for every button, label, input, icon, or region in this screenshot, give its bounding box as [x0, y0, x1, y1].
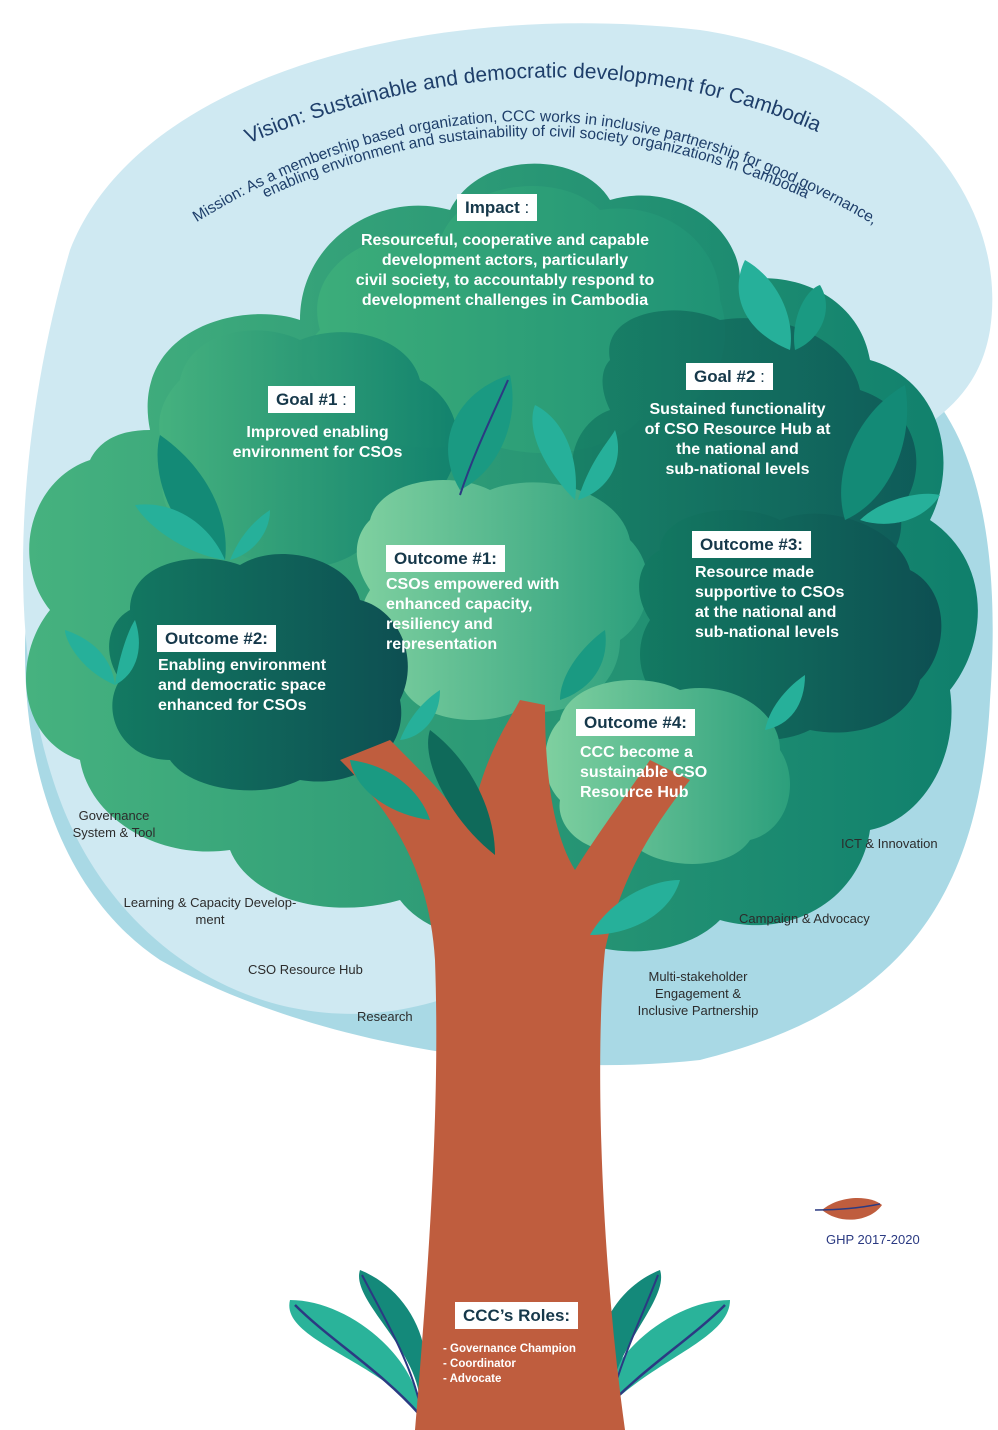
leaf-icon: [532, 405, 576, 500]
leaf-icon: [765, 675, 805, 730]
impact-text: Resourceful, cooperative and capable dev…: [355, 232, 655, 309]
canopy-leaves: [65, 260, 940, 935]
role-item: Advocate: [443, 1372, 576, 1387]
leaf-icon: [359, 1270, 427, 1405]
cso-resource-hub-label: CSO Resource Hub: [248, 962, 363, 977]
leaf-icon: [794, 285, 826, 350]
leaf-icon: [230, 510, 270, 560]
impact-label: Impact :: [457, 194, 538, 222]
leaf-icon: [578, 430, 619, 500]
goal-1-text: Improved enabling environment for CSOs: [232, 424, 403, 461]
leaf-icon: [135, 504, 225, 560]
goal-1-label: Goal #1 :: [268, 386, 355, 414]
goal-2-label: Goal #2 :: [686, 363, 773, 391]
outcome-3-label: Outcome #3:: [692, 531, 811, 559]
leaf-icon: [350, 760, 430, 820]
outcome-1-label: Outcome #1:: [386, 545, 505, 573]
governance-system-label: Governance System & Tool: [72, 808, 156, 840]
campaign-advocacy-label: Campaign & Advocacy: [739, 911, 870, 926]
logo-caption: GHP 2017-2020: [826, 1232, 920, 1247]
research-label: Research: [357, 1009, 413, 1024]
outcome-2-text: Enabling environment and democratic spac…: [158, 657, 327, 714]
outcome-4-label: Outcome #4:: [576, 709, 695, 737]
tree-trunk: [340, 700, 690, 1430]
ict-innovation-label: ICT & Innovation: [841, 836, 938, 851]
multi-stakeholder-label: Multi-stakeholder Engagement & Inclusive…: [637, 969, 759, 1018]
leaf-icon: [65, 630, 115, 685]
roles-list: Governance Champion Coordinator Advocate: [443, 1342, 576, 1387]
learning-capacity-label: Learning & Capacity Develop- ment: [123, 895, 297, 927]
leaf-icon: [157, 435, 226, 560]
outcome-1-text: CSOs empowered with enhanced capacity, r…: [386, 576, 560, 653]
leaf-icon: [115, 620, 139, 685]
leaf-icon: [841, 385, 908, 520]
leaf-icon: [560, 630, 606, 700]
leaf-icon: [860, 493, 940, 524]
outcome-4-text: CCC become a sustainable CSO Resource Hu…: [580, 744, 708, 801]
leaf-icon: [590, 880, 680, 935]
role-item: Governance Champion: [443, 1342, 576, 1357]
roles-title: CCC’s Roles:: [455, 1302, 579, 1330]
goal-2-text: Sustained functionality of CSO Resource …: [644, 401, 831, 478]
leaf-icon: [400, 690, 440, 740]
ghp-logo-icon: [814, 1198, 882, 1220]
leaf-icon: [428, 730, 495, 855]
leaf-icon: [738, 260, 791, 350]
outcome-3-text: Resource made supportive to CSOs at the …: [695, 564, 845, 641]
role-item: Coordinator: [443, 1357, 576, 1372]
outcome-2-label: Outcome #2:: [157, 625, 276, 653]
